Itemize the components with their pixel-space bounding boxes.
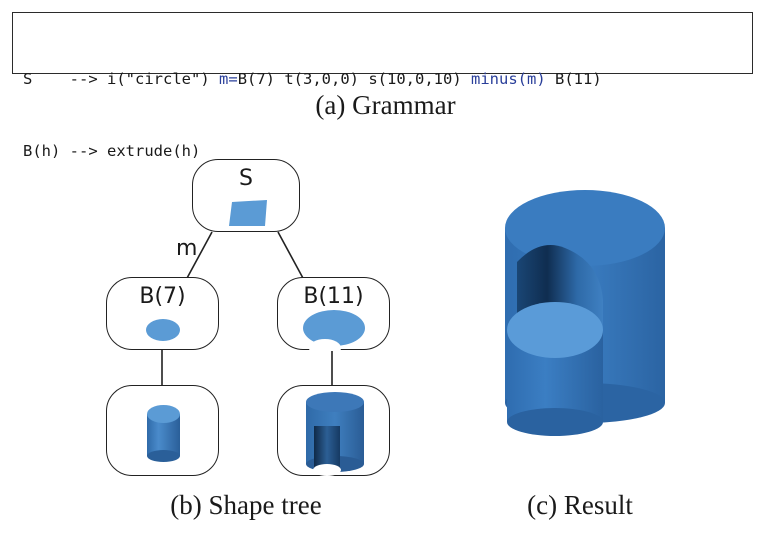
tree-leaf-right [277,385,390,476]
tree-node-left: B(7) [106,277,219,350]
rule-1-ops: B(7) t(3,0,0) s(10,0,10) [237,70,462,88]
node-label-left: B(7) [139,284,186,309]
rule-1-lhs: S [23,70,33,88]
grammar-box: S --> i("circle") m=B(7) t(3,0,0) s(10,0… [12,12,753,160]
grammar-rule-1: S --> i("circle") m=B(7) t(3,0,0) s(10,0… [23,67,752,91]
rule-2-lhs: B(h) [23,142,61,160]
tree-node-right: B(11) [277,277,390,351]
caption-result: (c) Result [527,490,633,520]
edge-label-m: m [176,236,198,261]
small-cylinder-icon [147,405,180,462]
node-label-right: B(11) [303,284,364,309]
caption-shape-tree: (b) Shape tree [170,490,322,520]
rule-1-label: m= [219,70,238,88]
rule-1-arrow: --> [69,70,98,88]
rule-1-branch: B(11) [555,70,602,88]
rule-1-minus: minus(m) [471,70,546,88]
tree-node-root: S [192,159,300,232]
node-label-root: S [239,166,253,191]
quad-shape-icon [229,200,267,226]
edge-root-right [277,231,305,281]
grammar-rule-2: B(h) --> extrude(h) [23,139,752,163]
tree-leaf-left [106,385,219,476]
caption-grammar: (a) Grammar [315,90,456,120]
rule-1-insert: i("circle") [107,70,210,88]
edge-root-left [185,231,213,281]
small-disk-icon [146,319,180,341]
rule-2-arrow: --> [69,142,98,160]
cut-cylinder-icon [306,392,364,476]
cut-disk-icon [303,310,365,351]
rule-2-rhs: extrude(h) [107,142,201,160]
